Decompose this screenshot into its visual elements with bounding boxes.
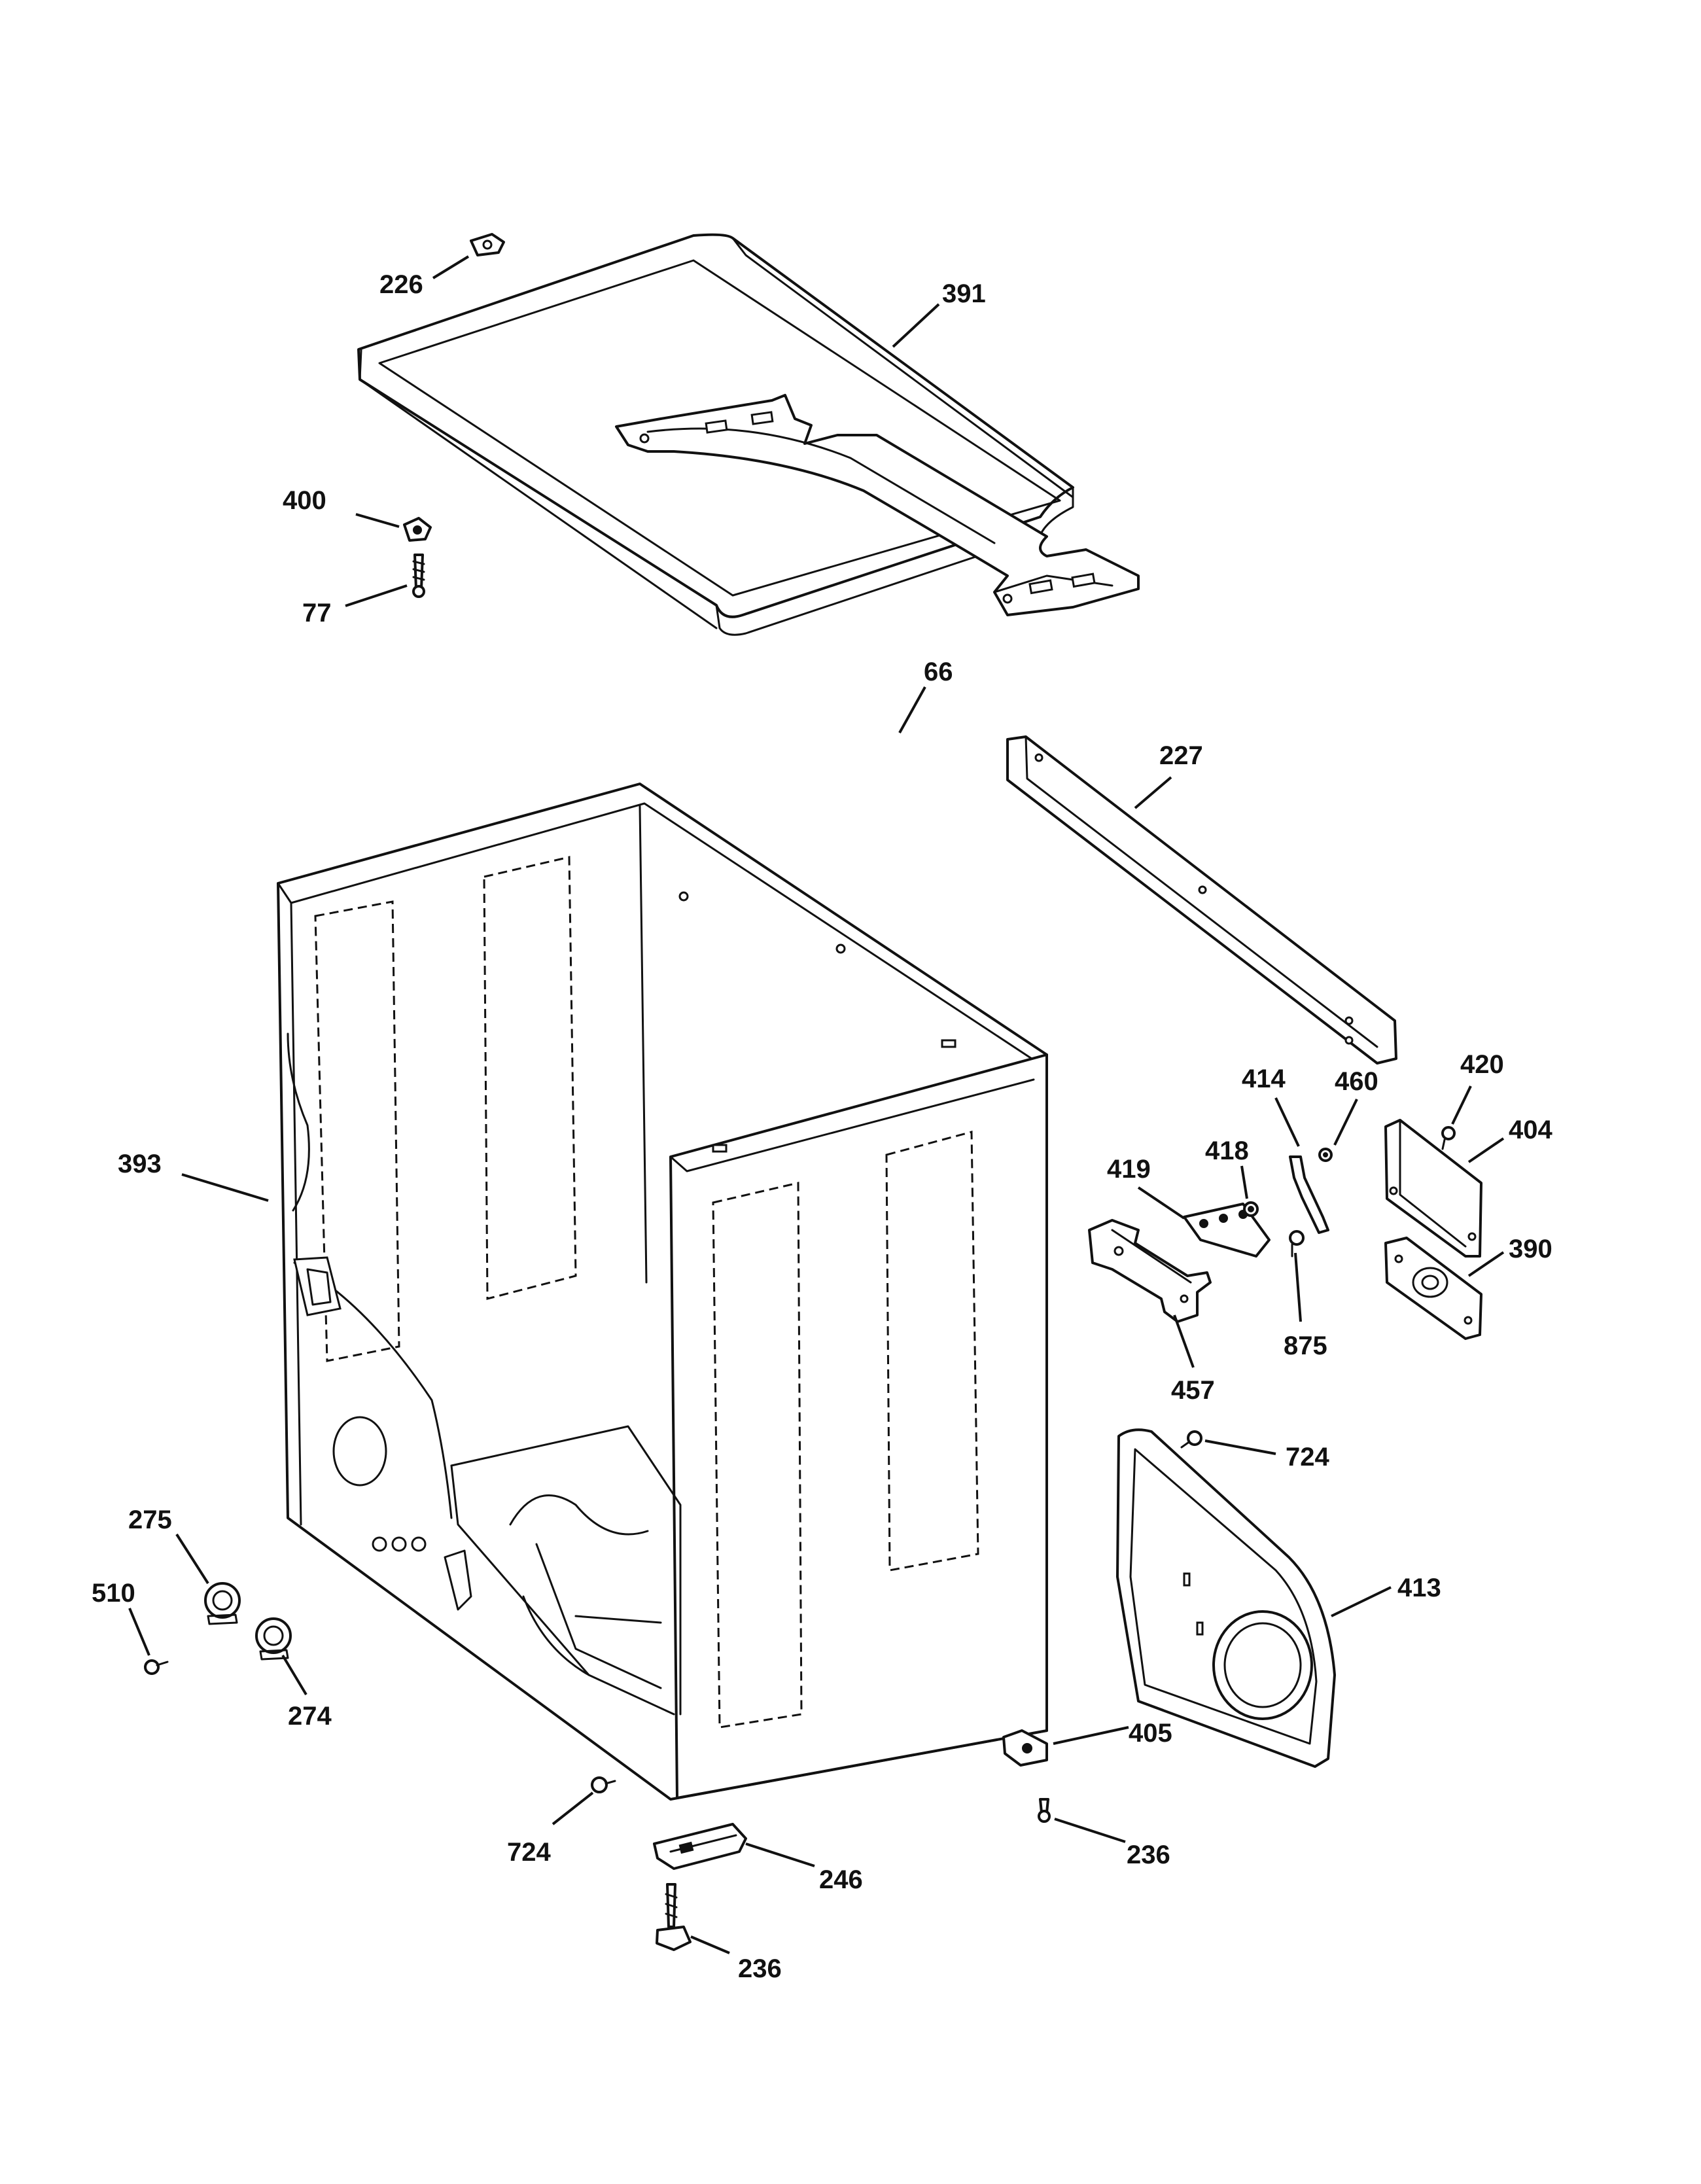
- screw-510-part: [144, 1659, 169, 1675]
- cabinet-393-part: [277, 783, 1048, 1801]
- screw-460-part: [1318, 1148, 1333, 1162]
- callout-875: 875: [1284, 1331, 1327, 1360]
- callout-labels: 226 391 400 77 66 227 393 414 460 420 40…: [92, 270, 1552, 1983]
- rail-227-part: [1006, 735, 1397, 1065]
- callout-418: 418: [1205, 1136, 1249, 1165]
- callout-246: 246: [819, 1865, 863, 1894]
- bracket-66-part: [615, 394, 1140, 616]
- screw-724-bottom-part: [591, 1776, 616, 1793]
- callout-227: 227: [1159, 741, 1203, 770]
- screw-77-part: [412, 554, 425, 598]
- callout-724-right: 724: [1286, 1443, 1329, 1471]
- callout-393: 393: [118, 1150, 162, 1178]
- callout-405: 405: [1129, 1719, 1172, 1748]
- callout-275: 275: [128, 1506, 172, 1534]
- leader-lines: [128, 255, 1505, 1954]
- callout-236-right: 236: [1127, 1841, 1170, 1869]
- callout-66: 66: [924, 658, 953, 686]
- thermostat-275-part: [204, 1582, 241, 1625]
- bracket-457-part: [1088, 1219, 1212, 1323]
- thermostat-274-part: [255, 1617, 292, 1661]
- clip-226-part: [470, 233, 505, 256]
- callout-236-bottom: 236: [738, 1954, 782, 1983]
- callout-724-bottom: 724: [507, 1838, 551, 1867]
- foot-236-right-part: [1038, 1798, 1051, 1823]
- callout-400: 400: [283, 486, 326, 515]
- callout-404: 404: [1509, 1116, 1552, 1144]
- screw-420-part: [1441, 1126, 1456, 1150]
- callout-457: 457: [1171, 1376, 1215, 1405]
- rear-panel-413-part: [1116, 1428, 1336, 1768]
- callout-460: 460: [1335, 1067, 1378, 1096]
- leveling-bracket-246-part: [653, 1823, 747, 1870]
- plate-404-part: [1384, 1119, 1482, 1258]
- nut-400-part: [403, 517, 432, 542]
- callout-420: 420: [1460, 1050, 1504, 1079]
- callout-419: 419: [1107, 1155, 1151, 1184]
- callout-413: 413: [1397, 1574, 1441, 1602]
- callout-391: 391: [942, 279, 986, 308]
- callout-414: 414: [1242, 1065, 1286, 1093]
- leg-236-bottom-part: [656, 1883, 692, 1951]
- nut-418-part: [1243, 1201, 1259, 1217]
- callout-510: 510: [92, 1579, 135, 1608]
- callout-77: 77: [302, 599, 332, 627]
- callout-226: 226: [379, 270, 423, 299]
- screw-875-part: [1289, 1230, 1305, 1258]
- strap-414-part: [1289, 1155, 1329, 1234]
- callout-390: 390: [1509, 1235, 1552, 1263]
- terminal-plate-390-part: [1384, 1237, 1482, 1340]
- screw-724-right-part: [1180, 1430, 1202, 1449]
- bracket-405-part: [1002, 1729, 1048, 1767]
- callout-274: 274: [288, 1702, 332, 1731]
